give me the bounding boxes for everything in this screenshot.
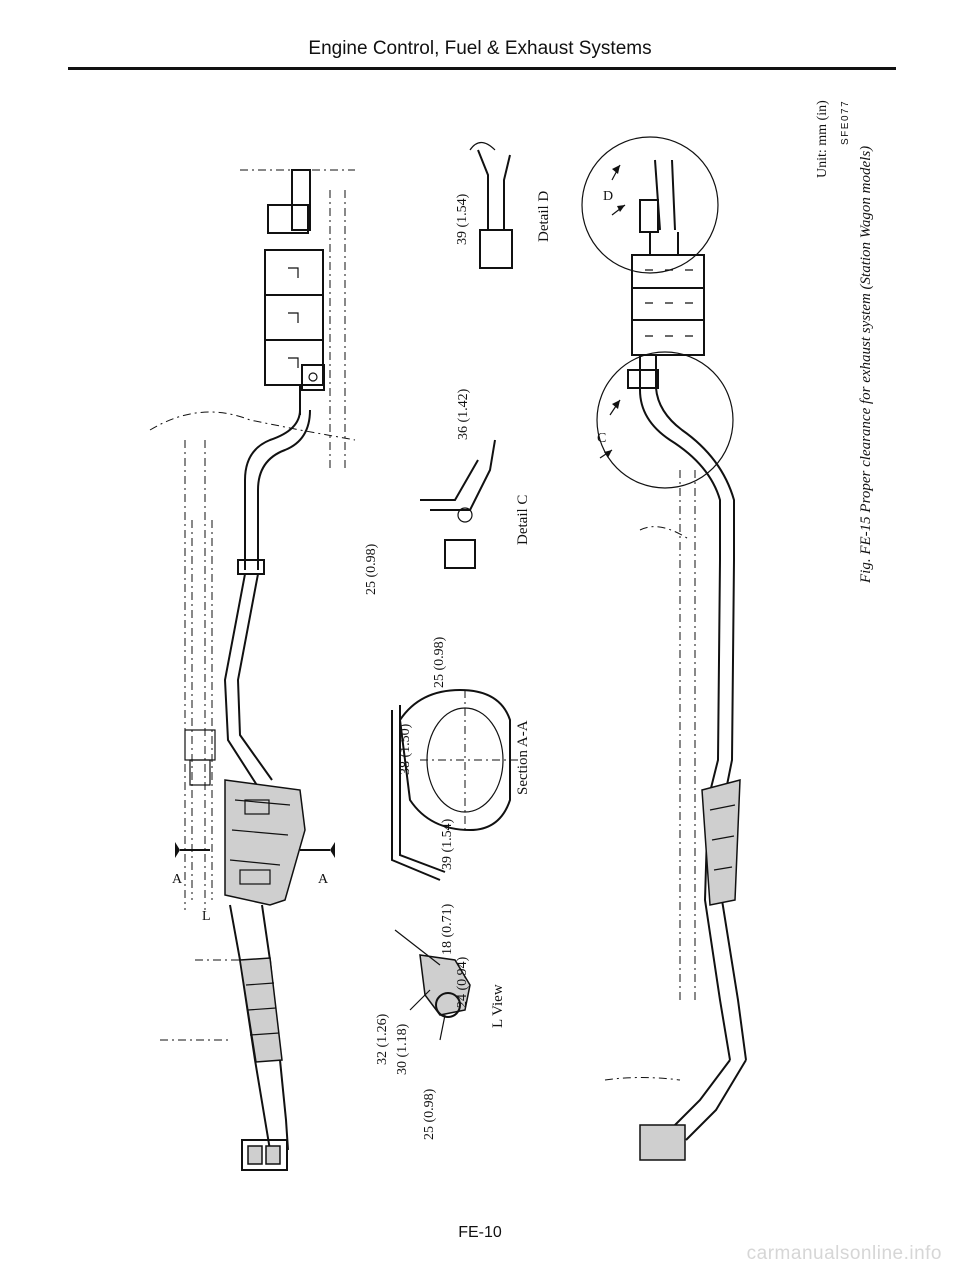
detail-d-drawing	[469, 141, 513, 269]
l-view-title: L View	[490, 984, 506, 1028]
left-exhaust-pipe	[223, 409, 311, 791]
section-a-markers	[175, 842, 335, 858]
l-view-dim-18: 18 (0.71)	[440, 903, 455, 955]
unit-label: Unit: mm (in)	[815, 100, 830, 178]
l-view-dim-25: 25 (0.98)	[422, 1088, 437, 1140]
section-aa-drawing	[391, 688, 520, 881]
marker-a-right: A	[318, 872, 329, 887]
section-aa-title: Section A-A	[515, 720, 531, 795]
marker-l: L	[202, 909, 211, 924]
watermark-text: carmanualsonline.info	[746, 1243, 942, 1264]
page-header-title: Engine Control, Fuel & Exhaust Systems	[308, 38, 652, 59]
detail-c-title: Detail C	[515, 494, 531, 545]
section-aa-dim-3: 39 (1.54)	[440, 818, 455, 870]
l-view-dim-30: 30 (1.18)	[395, 1023, 410, 1075]
header-rule	[68, 67, 896, 70]
left-front-tube	[229, 904, 289, 1171]
figure-code: SFE077	[840, 99, 851, 145]
marker-d: D	[603, 189, 613, 204]
l-view-drawing	[394, 929, 471, 1041]
marker-a-left: A	[172, 872, 183, 887]
detail-c-dim-1: 36 (1.42)	[456, 388, 471, 440]
marker-c: C	[597, 431, 606, 446]
page-number: FE-10	[458, 1224, 502, 1241]
detail-c-dim-2: 25 (0.98)	[364, 543, 379, 595]
figure-caption: Fig. FE-15 Proper clearance for exhaust …	[858, 145, 874, 583]
callout-arrows	[599, 164, 626, 459]
section-aa-dim-1: 25 (0.98)	[432, 636, 447, 688]
section-aa-dim-2: 38 (1.50)	[398, 723, 413, 775]
l-view-dim-24: 24 (0.94)	[455, 956, 470, 1008]
left-propeller-shaft	[184, 520, 216, 900]
detail-d-title: Detail D	[536, 190, 552, 242]
left-rear-muffler	[264, 169, 325, 415]
right-rear-muffler	[581, 136, 719, 356]
left-main-muffler	[224, 779, 306, 906]
l-view-dim-32: 32 (1.26)	[375, 1013, 390, 1065]
detail-d-dim-1: 39 (1.54)	[455, 193, 470, 245]
right-pipe-bend	[596, 351, 735, 560]
right-body-outline	[604, 470, 696, 1081]
detail-c-drawing	[420, 439, 496, 569]
right-exhaust-pipe	[639, 559, 747, 1161]
